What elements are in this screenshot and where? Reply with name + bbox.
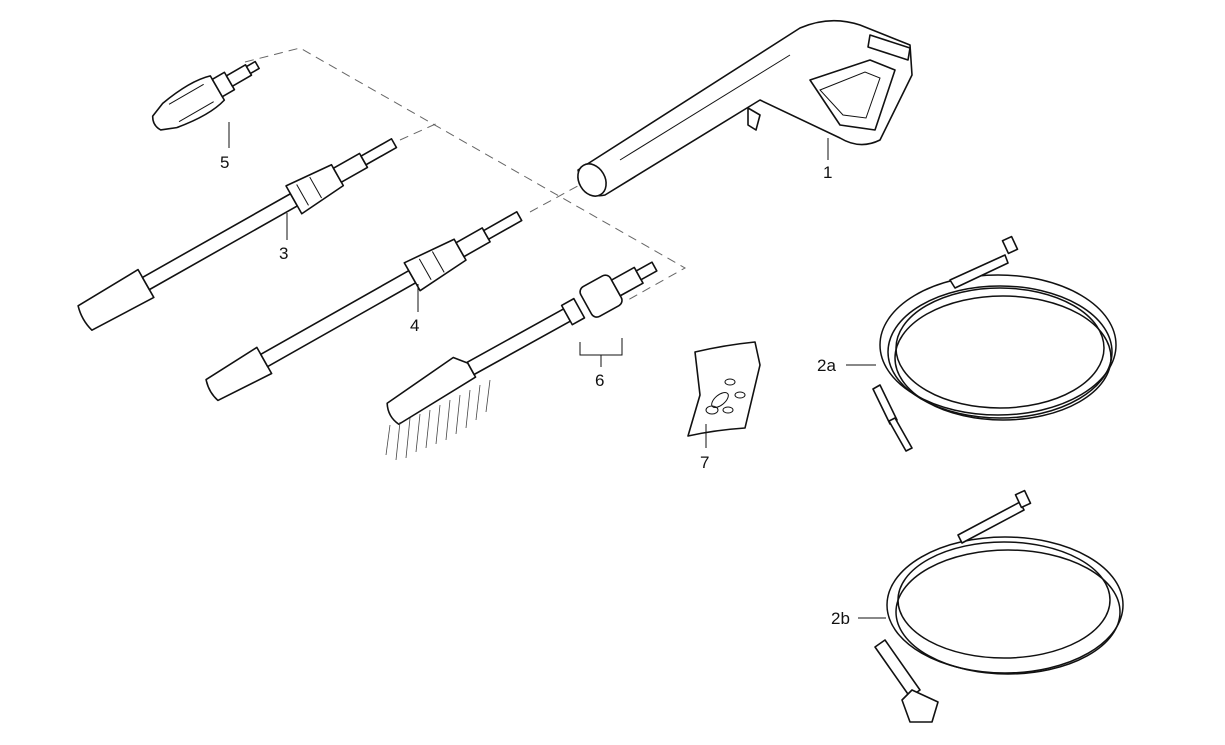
- label-wash-brush: 6: [595, 371, 604, 390]
- high-pressure-hose-2b-part: [874, 489, 1124, 723]
- leader-lines: [228, 122, 886, 619]
- high-pressure-hose-2a-part: [872, 235, 1117, 452]
- seal-bag-part: [687, 341, 761, 437]
- trigger-gun-part: [577, 19, 913, 197]
- label-spray-lance-4: 4: [410, 316, 419, 335]
- label-hose-2b: 2b: [831, 609, 850, 628]
- wash-brush-part: [385, 261, 658, 461]
- label-spray-lance-3: 3: [279, 244, 288, 263]
- rotary-nozzle-part: [151, 60, 260, 131]
- label-hose-2a: 2a: [817, 356, 836, 375]
- label-rotary-nozzle: 5: [220, 153, 229, 172]
- brush-bristles: [385, 379, 491, 461]
- label-seal-bag: 7: [700, 453, 709, 472]
- assembly-guide-lines: [244, 47, 687, 301]
- spray-lance-4-part: [205, 211, 523, 402]
- spray-lance-3-part: [77, 138, 398, 331]
- label-trigger-gun: 1: [823, 163, 832, 182]
